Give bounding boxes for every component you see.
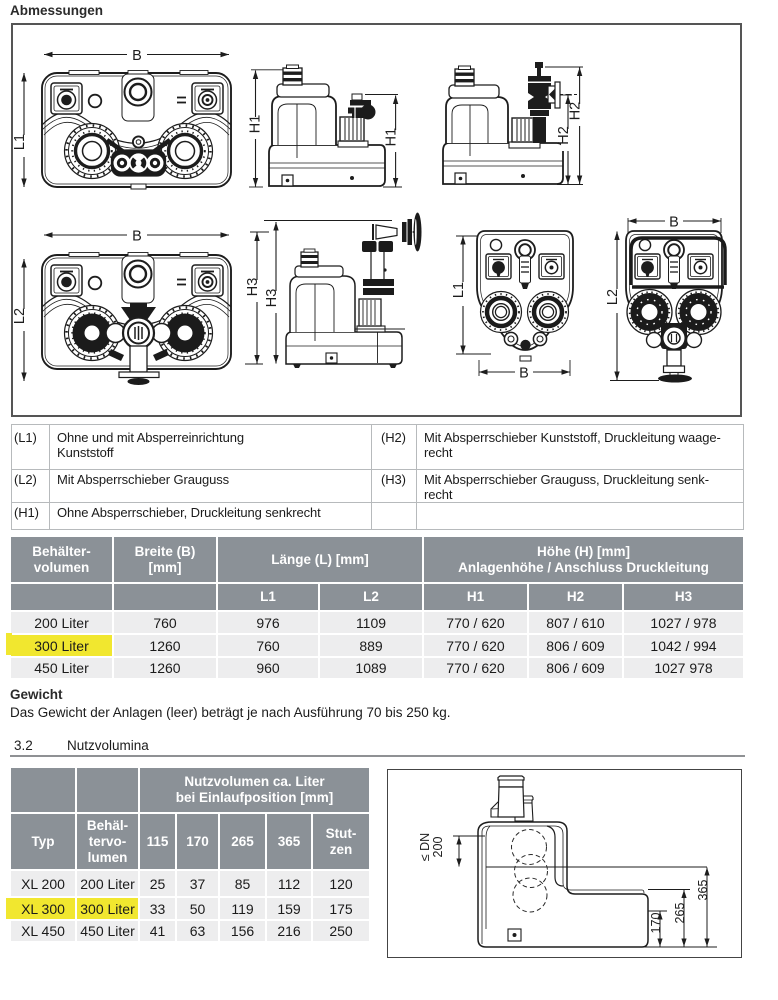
svg-text:365: 365 — [696, 880, 710, 901]
svg-text:170: 170 — [649, 913, 663, 934]
svg-text:265: 265 — [673, 903, 687, 924]
svg-text:H2: H2 — [568, 102, 584, 121]
svg-text:L1: L1 — [451, 282, 467, 298]
svg-text:H1: H1 — [384, 128, 400, 147]
svg-text:H3: H3 — [245, 278, 261, 297]
svg-text:B: B — [669, 215, 679, 231]
svg-text:B: B — [519, 366, 529, 382]
svg-text:B: B — [132, 48, 142, 64]
svg-text:B: B — [132, 229, 142, 245]
svg-text:200: 200 — [431, 837, 445, 858]
svg-text:H1: H1 — [248, 115, 264, 134]
svg-text:L2: L2 — [605, 289, 621, 305]
svg-text:L2: L2 — [12, 308, 28, 324]
svg-text:L1: L1 — [12, 134, 28, 150]
svg-text:≤ DN: ≤ DN — [418, 833, 432, 861]
svg-text:H2: H2 — [556, 126, 572, 145]
svg-text:H3: H3 — [264, 289, 280, 308]
